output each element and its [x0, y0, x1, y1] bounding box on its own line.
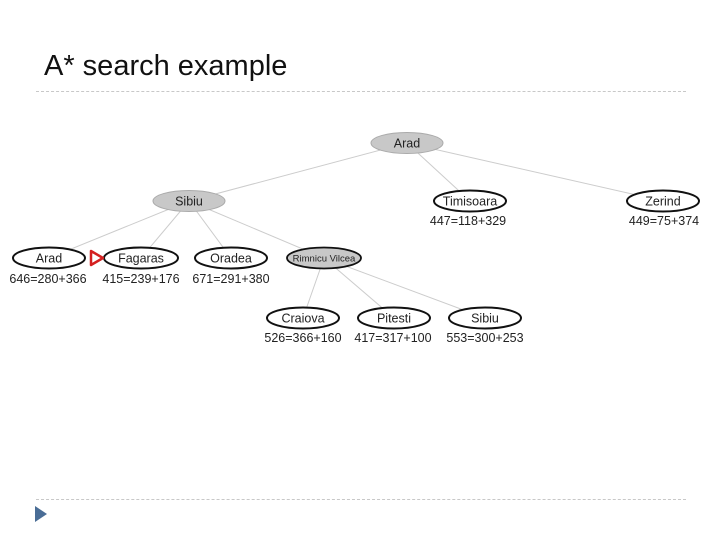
node-arad: Arad: [12, 246, 86, 270]
score-timisoara: 447=118+329: [430, 214, 506, 228]
node-pitesti: Pitesti: [357, 306, 431, 330]
node-timisoara: Timisoara: [433, 189, 507, 213]
node-fagaras: Fagaras: [103, 246, 179, 270]
slide-title: A* search example: [44, 50, 288, 82]
edge-sibiu-arad: [48, 200, 190, 259]
node-label: Craiova: [281, 312, 324, 326]
score-craiova: 526=366+160: [264, 331, 341, 345]
footer-divider: [36, 499, 686, 500]
edge-arad-zerind: [406, 142, 664, 202]
node-rimnicu-vilcea: Rimnicu Vilcea: [286, 246, 362, 270]
node-label: Pitesti: [377, 312, 411, 326]
node-label: Arad: [36, 252, 62, 266]
edge-arad-sibiu: [188, 142, 408, 202]
node-arad-root: Arad: [370, 132, 444, 154]
node-craiova: Craiova: [266, 306, 340, 330]
edge-rimnicu-sibiu: [323, 257, 486, 319]
node-label: Sibiu: [175, 195, 203, 209]
node-label: Rimnicu Vilcea: [293, 254, 356, 265]
score-arad: 646=280+366: [9, 272, 86, 286]
node-sibiu-leaf: Sibiu: [448, 306, 522, 330]
node-oradea: Oradea: [194, 246, 268, 270]
score-oradea: 671=291+380: [192, 272, 269, 286]
bullet-arrow-icon: [35, 506, 47, 522]
edge-sibiu-rimnicu: [188, 200, 325, 259]
node-label: Arad: [394, 137, 420, 151]
node-label: Zerind: [645, 195, 680, 209]
title-divider: [36, 91, 686, 92]
node-label: Sibiu: [471, 312, 499, 326]
next-expansion-marker: [89, 249, 105, 267]
node-sibiu: Sibiu: [152, 190, 226, 212]
node-zerind: Zerind: [626, 189, 700, 213]
score-pitesti: 417=317+100: [354, 331, 431, 345]
node-label: Oradea: [210, 252, 252, 266]
node-label: Fagaras: [118, 252, 164, 266]
score-zerind: 449=75+374: [629, 214, 699, 228]
tree-edges: [48, 142, 664, 319]
node-label: Timisoara: [443, 195, 497, 209]
score-sibiu-leaf: 553=300+253: [446, 331, 523, 345]
score-fagaras: 415=239+176: [102, 272, 179, 286]
